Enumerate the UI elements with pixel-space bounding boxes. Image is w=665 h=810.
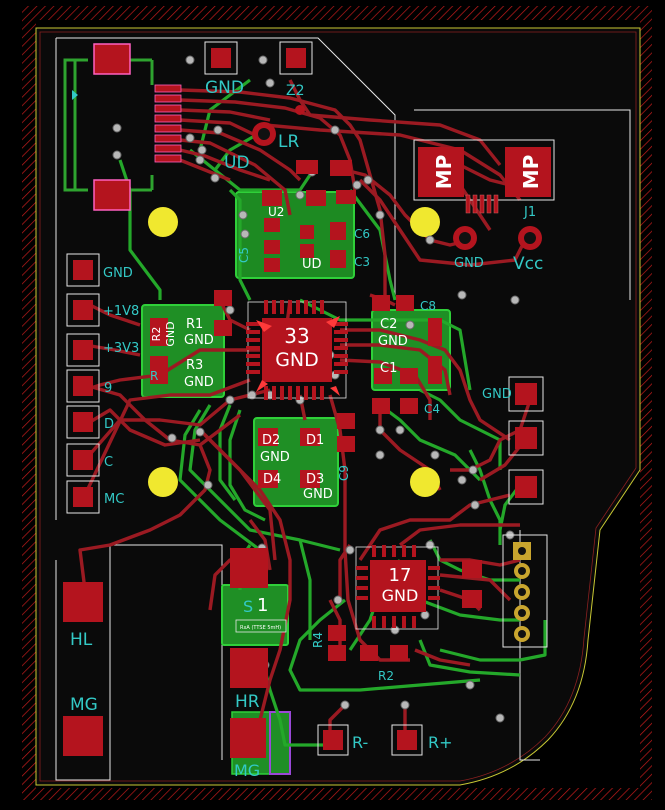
label-conn-mc: MC [104, 492, 124, 507]
label-j1: J1 [523, 205, 536, 220]
label-conn-9: 9 [104, 381, 112, 396]
usb-connector [63, 43, 182, 211]
label-r2: R2 [150, 327, 163, 342]
board-outline-inner [39, 31, 637, 782]
ic17-number: 17 [389, 565, 412, 586]
label-r-bottom: R [150, 369, 158, 383]
ic33-gnd: GND [275, 349, 319, 371]
label-r3-gnd: GND [184, 375, 214, 390]
label-u2: U2 [268, 205, 284, 219]
label-ud-top: UD [224, 153, 250, 173]
label-r1: R1 [186, 317, 203, 332]
label-s1: S [243, 597, 253, 616]
label-mp-left: MP [432, 155, 456, 190]
r-pads [317, 724, 423, 756]
label-z2: Z2 [286, 83, 305, 99]
label-s1-number: 1 [257, 595, 268, 616]
label-d2-gnd: GND [260, 450, 290, 465]
label-r1-gnd: GND [184, 333, 214, 348]
label-c2-gnd: GND [378, 334, 408, 349]
mount-hole-bl [148, 467, 178, 497]
label-c5: C5 [237, 247, 251, 263]
left-header-pads [66, 253, 100, 514]
labels: GND Z2 LR UD MP MP J1 GND Vcc GND +1V8 +… [70, 78, 543, 780]
label-conn-1v8: +1V8 [103, 304, 139, 319]
label-mg-left: MG [70, 695, 98, 715]
label-r4: R4 [311, 632, 325, 648]
label-lr: LR [278, 132, 299, 152]
pin-header [502, 534, 548, 648]
label-r2-bottom: R2 [378, 669, 394, 683]
label-d4: D4 [263, 472, 281, 487]
label-s1-small: RxA (TTSE 5mH) [240, 625, 281, 631]
label-d2: D2 [262, 433, 280, 448]
label-conn-d: D [104, 417, 114, 432]
ic17-gnd: GND [382, 586, 419, 605]
j1-holes [252, 122, 542, 250]
mount-hole-br [410, 467, 440, 497]
label-r2-gnd: GND [164, 321, 177, 346]
label-c2: C2 [380, 317, 397, 332]
label-c4: C4 [424, 402, 440, 416]
label-conn-gnd: GND [103, 266, 133, 281]
label-c8: C8 [420, 299, 436, 313]
ic-17 [355, 545, 440, 630]
label-gnd-top: GND [205, 78, 244, 98]
ic-33 [246, 300, 348, 400]
label-gnd-j1: GND [454, 256, 484, 271]
ic33-number: 33 [284, 324, 309, 348]
mount-hole-tl [148, 207, 178, 237]
smd-passives [150, 160, 482, 661]
label-r3: R3 [186, 358, 203, 373]
label-d1: D1 [306, 433, 324, 448]
board-outline [35, 27, 641, 786]
label-ud-mid: UD [302, 257, 322, 272]
label-conn-3v3: +3V3 [103, 341, 139, 356]
label-hl: HL [70, 630, 93, 650]
large-pads [63, 548, 268, 758]
mounting-holes [148, 207, 440, 497]
label-d3-gnd: GND [303, 487, 333, 502]
label-c9: C9 [337, 465, 351, 481]
label-vcc-j1: Vcc [513, 254, 543, 274]
silk-outlines [55, 37, 631, 781]
label-conn-c: C [104, 455, 113, 470]
label-mg-bottom: MG [234, 761, 260, 780]
label-r-plus: R+ [428, 733, 453, 752]
right-header-pads [508, 376, 544, 505]
label-d3: D3 [306, 472, 324, 487]
label-c1: C1 [380, 361, 397, 376]
label-c3: C3 [354, 255, 370, 269]
label-hr: HR [235, 692, 260, 712]
label-gnd-right: GND [482, 387, 512, 402]
label-r-minus: R- [352, 733, 368, 752]
label-mp-right: MP [519, 155, 543, 190]
label-c6: C6 [354, 227, 370, 241]
s1-marker [235, 619, 287, 633]
mp-connector [413, 139, 555, 214]
top-pads [204, 41, 313, 115]
mount-hole-tr [410, 207, 440, 237]
